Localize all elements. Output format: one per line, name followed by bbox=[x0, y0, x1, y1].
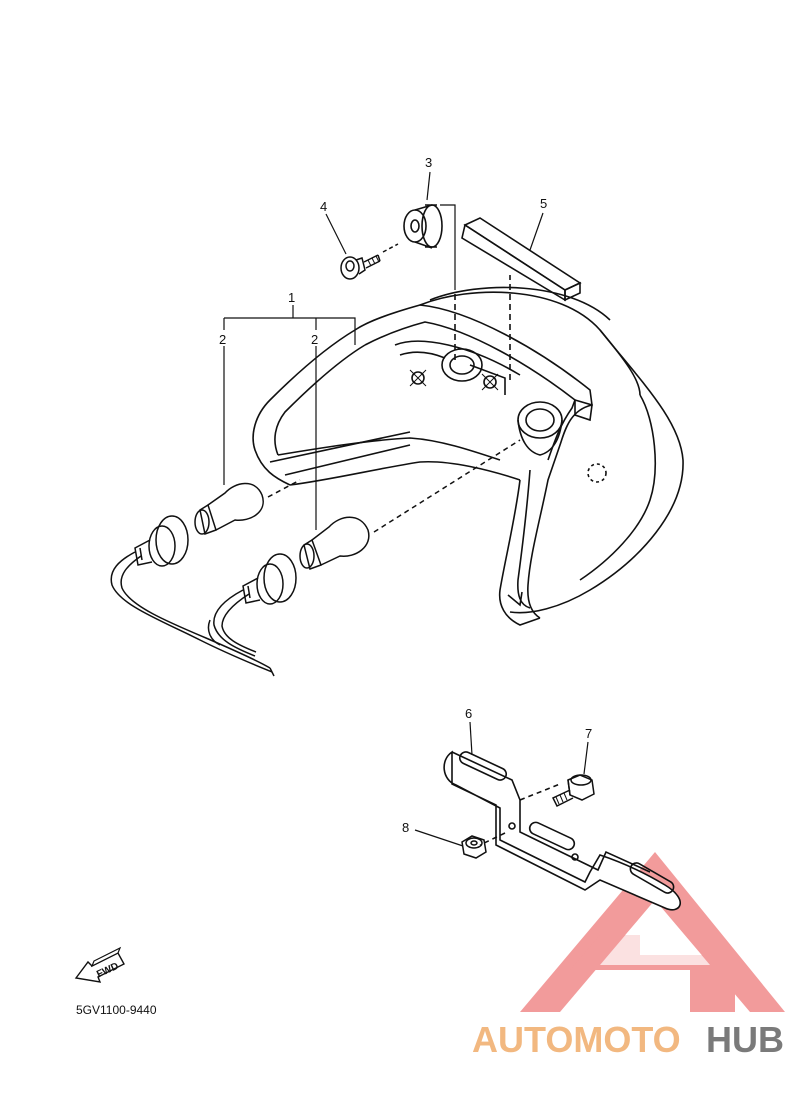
nut-part-8 bbox=[461, 835, 487, 859]
callout-5: 5 bbox=[540, 196, 547, 211]
callout-2-left: 2 bbox=[219, 332, 226, 347]
socket-left bbox=[110, 515, 275, 677]
callout-8: 8 bbox=[402, 820, 409, 835]
callouts: 1 2 2 3 4 5 6 7 8 bbox=[219, 155, 592, 835]
callout-3: 3 bbox=[425, 155, 432, 170]
callout-7: 7 bbox=[585, 726, 592, 741]
screw-part-4 bbox=[340, 243, 399, 280]
watermark-part1: AUTOMOTO bbox=[472, 1019, 681, 1060]
callout-2-right: 2 bbox=[311, 332, 318, 347]
callout-1: 1 bbox=[288, 290, 295, 305]
bolt-part-7 bbox=[551, 774, 595, 808]
drawing-code: 5GV1100-9440 bbox=[76, 1003, 157, 1017]
callout-4: 4 bbox=[320, 199, 327, 214]
bulb-right bbox=[299, 439, 521, 570]
watermark-text: AUTOMOTO HUB bbox=[472, 1019, 784, 1060]
watermark-part2: HUB bbox=[706, 1019, 784, 1060]
grommet-part-3 bbox=[403, 204, 443, 249]
taillight-housing bbox=[252, 275, 684, 626]
pad-block-part-5 bbox=[461, 217, 582, 302]
socket-right bbox=[207, 553, 297, 657]
bulb-left bbox=[194, 479, 301, 536]
fwd-arrow-icon: FWD bbox=[74, 946, 125, 983]
leader-lines bbox=[223, 171, 589, 847]
callout-6: 6 bbox=[465, 706, 472, 721]
license-bracket-part-6 bbox=[443, 750, 681, 911]
watermark-logo bbox=[520, 852, 785, 1012]
